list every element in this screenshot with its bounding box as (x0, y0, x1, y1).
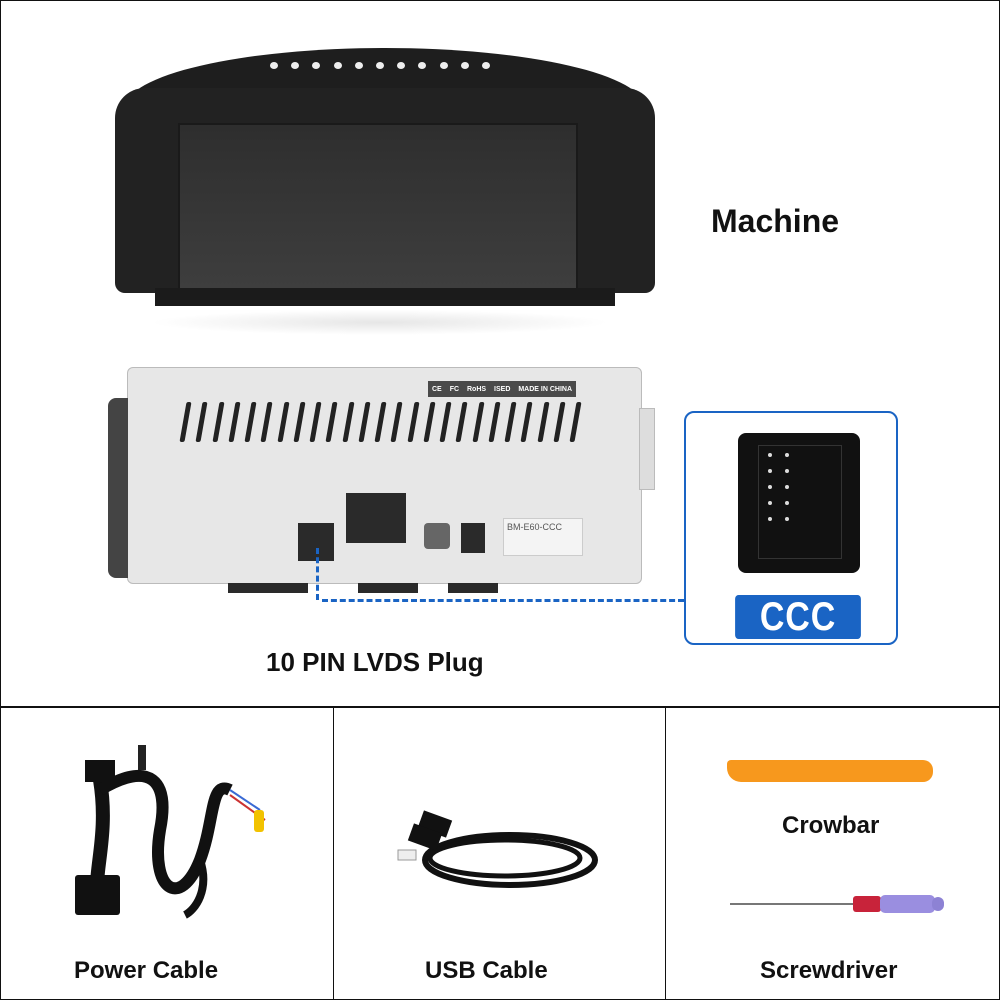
lvds-plug-label: 10 PIN LVDS Plug (266, 647, 484, 677)
antenna-port (461, 523, 485, 553)
usb-cable-cell: USB Cable (334, 707, 666, 999)
model-sticker: BM-E60-CCC (503, 518, 583, 556)
made-in-china-mark: MADE IN CHINA (518, 385, 573, 393)
display-screen (178, 123, 578, 292)
main-connector (346, 493, 406, 543)
rohs-mark: RoHS (467, 385, 487, 393)
monitor-front-image (115, 48, 655, 308)
power-cable-label: Power Cable (74, 957, 219, 984)
ccc-connector-callout: CCC (684, 411, 898, 645)
ised-mark: ISED (494, 385, 511, 393)
crowbar-icon (727, 760, 933, 782)
ce-mark: CE (431, 385, 442, 393)
tools-cell: Crowbar Screwdriver (666, 707, 999, 999)
ccc-badge: CCC (735, 595, 861, 639)
machine-panel: Machine CE FC RoHS ISED MADE IN CHINA BM… (0, 48, 1000, 708)
screwdriver-icon (730, 895, 944, 913)
certification-strip: CE FC RoHS ISED MADE IN CHINA (428, 381, 576, 397)
quality-seal (424, 523, 450, 549)
vent-slots (179, 402, 582, 442)
ccc-plug-icon (738, 433, 860, 573)
usb-cable-label: USB Cable (425, 957, 548, 984)
power-cable-cell: Power Cable (0, 707, 334, 999)
monitor-rear-image: CE FC RoHS ISED MADE IN CHINA BM-E60-CCC (108, 367, 655, 593)
usb-cable-icon (397, 810, 598, 888)
screwdriver-label: Screwdriver (760, 957, 898, 984)
power-cable-icon (75, 745, 266, 919)
crowbar-label: Crowbar (782, 812, 880, 839)
callout-line-vertical (316, 548, 319, 600)
callout-line-horizontal (322, 599, 684, 602)
fc-mark: FC (449, 385, 460, 393)
machine-label: Machine (711, 203, 840, 239)
